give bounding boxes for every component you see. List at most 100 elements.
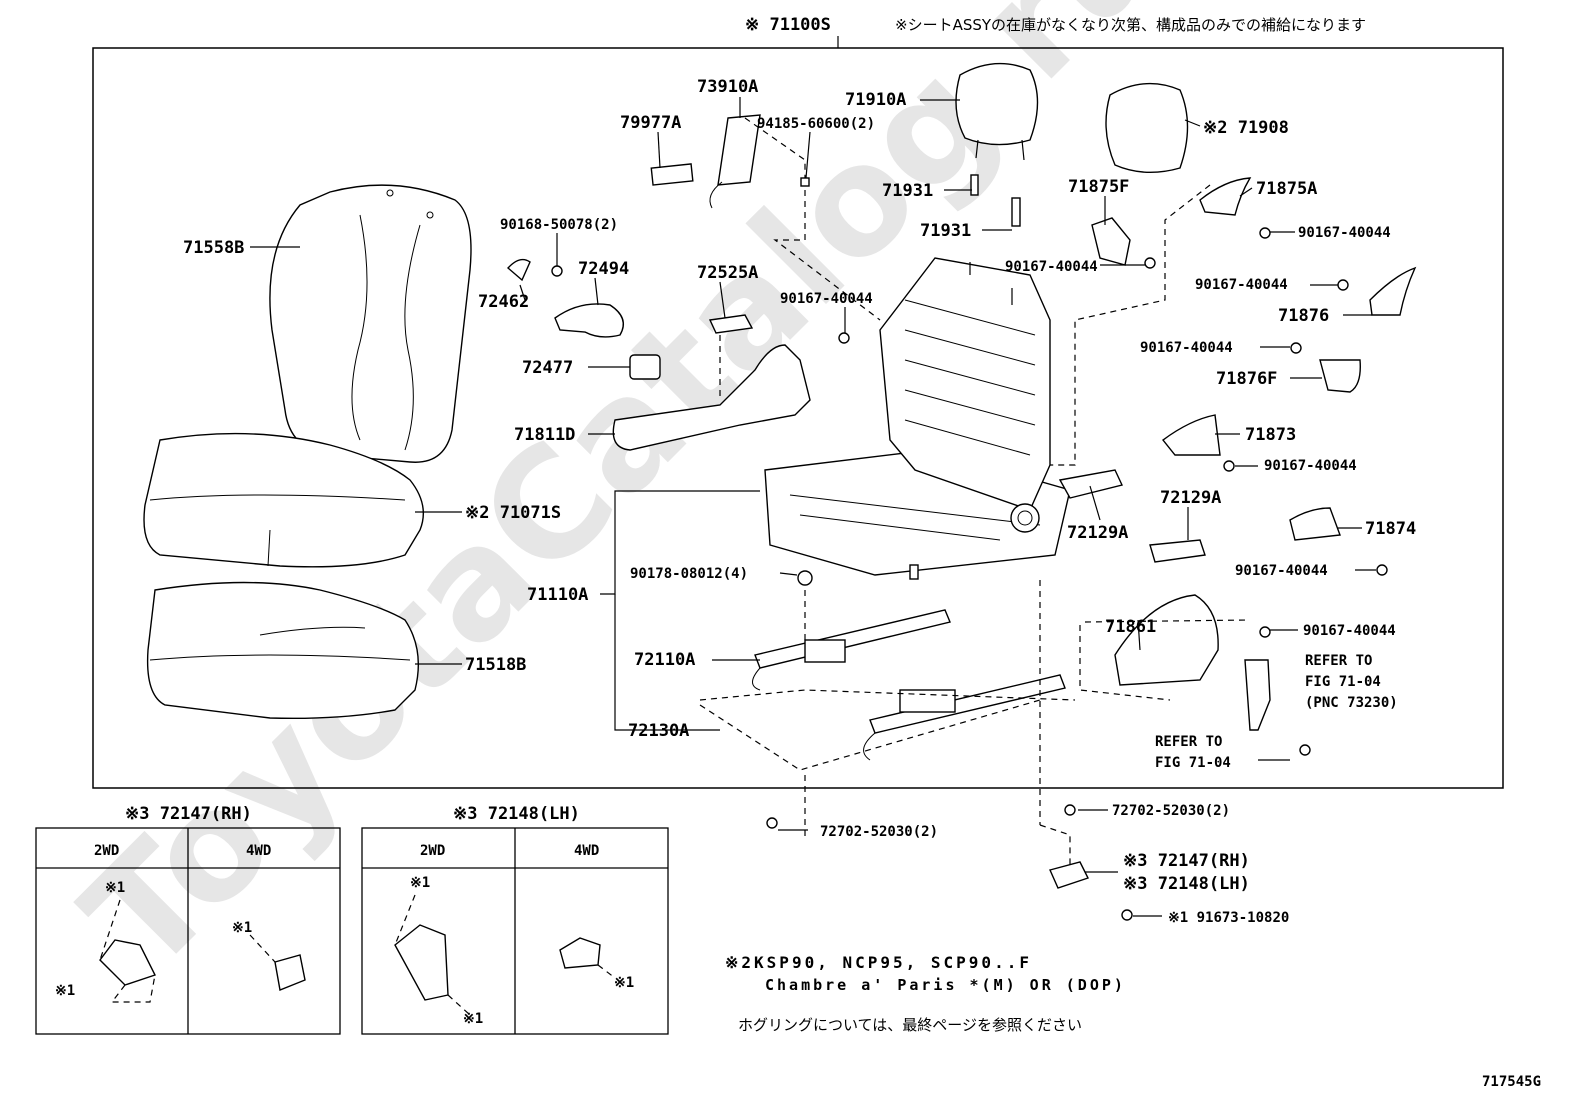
label-71874: 71874 [1365, 519, 1416, 539]
label-71875F: 71875F [1068, 177, 1129, 197]
shield-71811D-shape [612, 344, 811, 451]
lever-72494-shape [554, 303, 624, 338]
label-72702-a: 72702-52030(2) [820, 824, 938, 840]
label-72525A: 72525A [697, 263, 758, 283]
mark-rh-2wd-a: ※1 [105, 880, 125, 896]
bracket-72147-shape [1049, 861, 1089, 889]
bolts [766, 227, 1388, 921]
assembly-frame [92, 47, 1504, 789]
label-72148: ※3 72148(LH) [1123, 874, 1250, 894]
headrest-71908-shape [1105, 82, 1189, 174]
label-90167-g: 90167-40044 [1235, 563, 1328, 579]
table-lh-title: ※3 72148(LH) [453, 804, 580, 824]
label-71861: 71861 [1105, 617, 1156, 637]
cover-72129A-upper-shape [1058, 469, 1123, 499]
cover-71875F-shape [1091, 217, 1131, 266]
part-labels: 73910A 71910A 79977A 94185-60600(2) ※2 7… [183, 77, 1416, 926]
label-71110A: 71110A [527, 585, 588, 605]
label-90167-d: 90167-40044 [780, 291, 873, 307]
label-71518B: 71518B [465, 655, 526, 675]
bolt-90168-shape [551, 265, 563, 277]
label-72494: 72494 [578, 259, 629, 279]
nut-90178-shape [797, 570, 813, 586]
mark-rh-2wd-b: ※1 [55, 983, 75, 999]
seat-frame-shape [764, 257, 1071, 580]
refer-1-line1: REFER TO [1305, 653, 1372, 669]
label-71931-a: 71931 [882, 181, 933, 201]
label-90167-h: 90167-40044 [1303, 623, 1396, 639]
mark-lh-2wd-b: ※1 [463, 1011, 483, 1027]
label-90167-c: 90167-40044 [1195, 277, 1288, 293]
note-variants: ※2KSP90, NCP95, SCP90..F [725, 953, 1032, 972]
mark-rh-4wd: ※1 [232, 920, 252, 936]
label-71873: 71873 [1245, 425, 1296, 445]
knob-72462-shape [506, 258, 531, 282]
table-rh-title: ※3 72147(RH) [125, 804, 252, 824]
cover-71861-shape [1114, 594, 1219, 686]
clip-94185-shape [800, 177, 810, 187]
supply-note: ※シートASSYの在庫がなくなり次第、構成品のみでの補給になります [895, 16, 1366, 34]
label-73910A: 73910A [697, 77, 758, 97]
label-72129A-b: 72129A [1067, 523, 1128, 543]
cover-72129A-lower-shape [1149, 539, 1206, 563]
label-71558B: 71558B [183, 238, 244, 258]
refer-2-line2: FIG 71-04 [1155, 755, 1231, 771]
table-lh-col-2wd: 2WD [420, 843, 445, 859]
label-91673: ※1 91673-10820 [1168, 910, 1289, 926]
label-71908: ※2 71908 [1203, 118, 1289, 138]
belt-buckle-shape [1244, 659, 1271, 731]
figure-code: 717545G [1482, 1074, 1541, 1090]
cover-72477-shape [629, 354, 661, 380]
bracket-table-rh: ※3 72147(RH) 2WD 4WD ※1 ※1 ※1 [35, 804, 341, 1035]
cushion-pad-shape [146, 581, 420, 720]
label-71910A: 71910A [845, 90, 906, 110]
seat-back-cover-shape [269, 184, 472, 463]
label-72129A-a: 72129A [1160, 488, 1221, 508]
label-71931-b: 71931 [920, 221, 971, 241]
table-rh-col-4wd: 4WD [246, 843, 271, 859]
cover-71873-shape [1161, 414, 1221, 456]
bracket-table-lh: ※3 72148(LH) 2WD 4WD ※1 ※1 ※1 [361, 804, 669, 1035]
label-72702-b: 72702-52030(2) [1112, 803, 1230, 819]
label-90178: 90178-08012(4) [630, 566, 748, 582]
cover-71874-shape [1289, 507, 1341, 541]
mark-lh-2wd-a: ※1 [410, 875, 430, 891]
label-72477: 72477 [522, 358, 573, 378]
support-71931-lower-shape [1011, 197, 1021, 227]
refer-1-line2: FIG 71-04 [1305, 674, 1381, 690]
leader-lines [250, 97, 1376, 917]
label-71071S: ※2 71071S [465, 503, 561, 523]
cover-71875A-shape [1199, 177, 1252, 216]
cushion-cover-shape [143, 432, 424, 568]
switch-73910A-shape [709, 114, 761, 209]
assembly-label: ※ 71100S [745, 15, 831, 35]
note-hog-ring: ホグリングについては、最終ページを参照ください [738, 1016, 1082, 1034]
label-94185: 94185-60600(2) [757, 116, 875, 132]
cover-72525A-shape [708, 314, 754, 334]
label-72130A: 72130A [628, 721, 689, 741]
cover-71876F-shape [1319, 359, 1361, 393]
mark-lh-4wd: ※1 [614, 975, 634, 991]
label-90167-f: 90167-40044 [1264, 458, 1357, 474]
table-lh-col-4wd: 4WD [574, 843, 599, 859]
note-chambre: Chambre a' Paris *(M) OR (DOP) [765, 976, 1126, 994]
support-71931-upper-shape [970, 174, 979, 196]
refer-2-line1: REFER TO [1155, 734, 1222, 750]
label-90168: 90168-50078(2) [500, 217, 618, 233]
label-90167-b: 90167-40044 [1005, 259, 1098, 275]
label-72147: ※3 72147(RH) [1123, 851, 1250, 871]
label-90167-e: 90167-40044 [1140, 340, 1233, 356]
label-90167-a: 90167-40044 [1298, 225, 1391, 241]
label-79977A-shape [650, 163, 694, 186]
rail-72130A-shape [863, 674, 1066, 761]
label-71875A: 71875A [1256, 179, 1317, 199]
label-71876: 71876 [1278, 306, 1329, 326]
rail-72110A-shape [752, 609, 951, 691]
table-rh-col-2wd: 2WD [94, 843, 119, 859]
label-71876F: 71876F [1216, 369, 1277, 389]
assembly-dashes [699, 117, 1251, 865]
headrest-71910A-shape [955, 62, 1039, 161]
label-72110A: 72110A [634, 650, 695, 670]
label-72462: 72462 [478, 292, 529, 312]
